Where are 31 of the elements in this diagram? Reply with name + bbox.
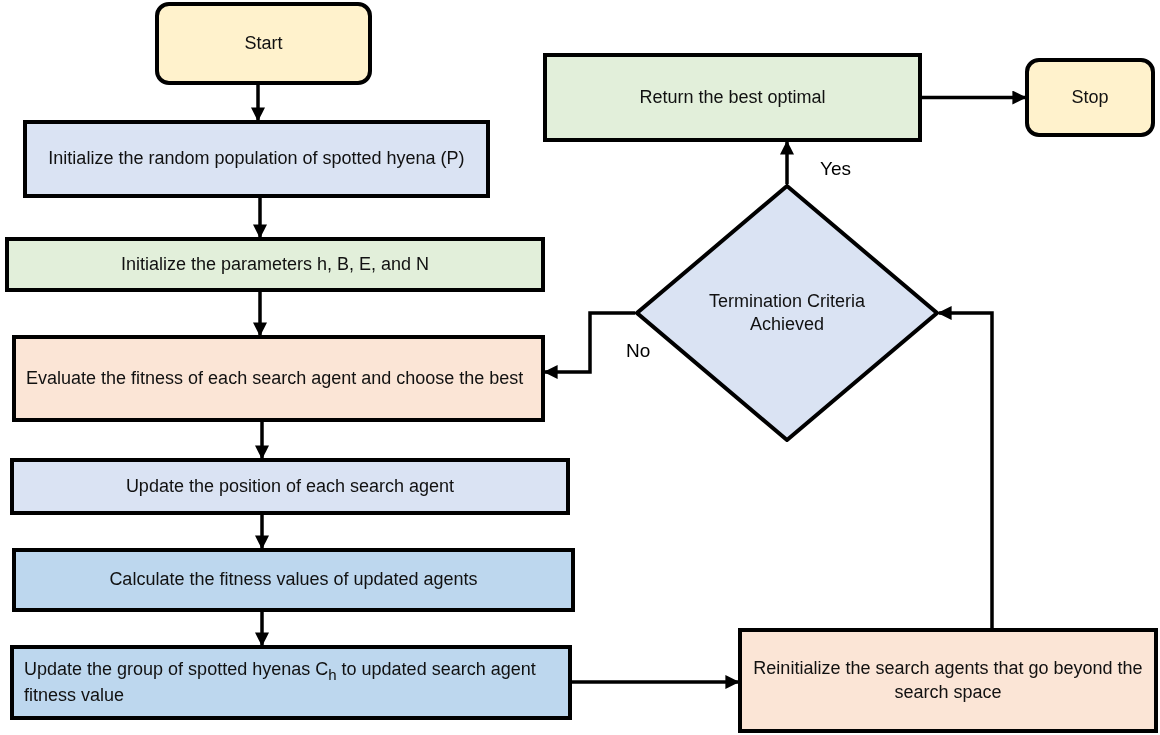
process-box bbox=[738, 628, 1158, 733]
node-label: Reinitialize the search agents that go beyond the search space bbox=[752, 657, 1144, 704]
process-box bbox=[12, 335, 545, 422]
arrow bbox=[572, 675, 740, 689]
arrow bbox=[251, 85, 265, 122]
process-box bbox=[10, 458, 570, 515]
node-label: Evaluate the fitness of each search agent and choose the best bbox=[26, 366, 524, 390]
node-label: Calculate the fitness values of updated agents bbox=[109, 568, 478, 592]
node-label: Update the position of each search agent bbox=[125, 474, 455, 498]
arrow bbox=[780, 140, 794, 184]
node-label: Start bbox=[244, 31, 283, 55]
process-box bbox=[10, 645, 572, 720]
arrow bbox=[255, 515, 269, 550]
process-box bbox=[543, 53, 922, 142]
node-label: Return the best optimal bbox=[639, 85, 826, 109]
arrow bbox=[937, 306, 994, 628]
arrow bbox=[922, 90, 1027, 105]
process-box bbox=[23, 120, 490, 198]
terminal-box bbox=[1025, 58, 1155, 137]
terminal-box bbox=[155, 2, 372, 85]
arrow bbox=[253, 198, 267, 239]
node-label: Stop bbox=[1071, 85, 1109, 109]
node-label: Update the group of spotted hyenas C$_{h}$ to updated search agent fitness value bbox=[24, 657, 537, 707]
process-box bbox=[5, 237, 545, 292]
arrow bbox=[253, 292, 267, 337]
arrow bbox=[255, 612, 269, 647]
node-label: Initialize the random population of spotted hyena (P) bbox=[48, 147, 465, 171]
arrow bbox=[255, 422, 269, 460]
node-label: Initialize the parameters h, B, E, and N bbox=[120, 252, 430, 276]
process-box bbox=[12, 548, 575, 612]
node-label: Termination Criteria Achieved bbox=[707, 289, 867, 336]
